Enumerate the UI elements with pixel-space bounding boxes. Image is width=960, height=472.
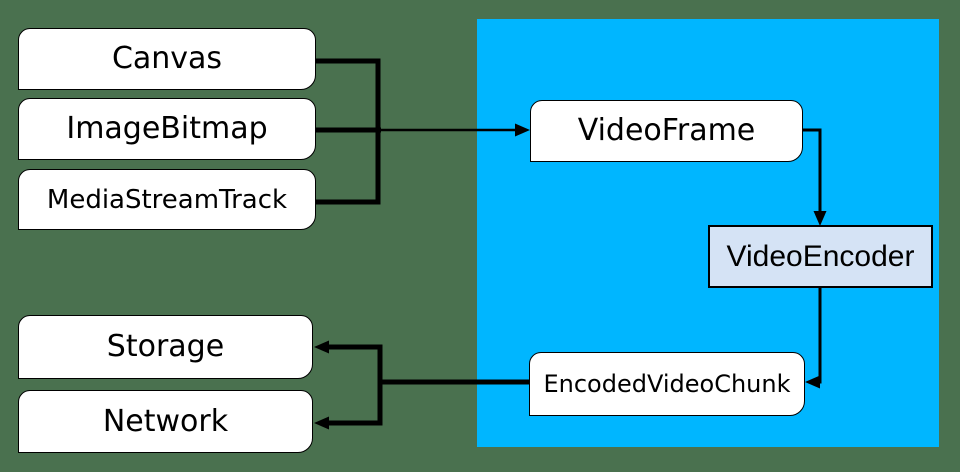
videoframe-to-encoder-connector [803,128,822,213]
node-storage-label: Storage [106,329,225,364]
node-videoframe-label: VideoFrame [577,113,756,148]
node-mediastreamtrack-label: MediaStreamTrack [46,184,288,215]
storage-arrowhead [314,340,329,354]
sinks-bracket-connector [328,344,383,426]
node-storage: Storage [18,315,313,379]
node-canvas-label: Canvas [111,41,223,76]
node-network: Network [18,390,313,453]
node-network-label: Network [102,403,229,439]
node-mediastreamtrack: MediaStreamTrack [18,169,316,230]
encoder-to-chunk-connector [818,288,822,384]
node-videoencoder: VideoEncoder [708,225,933,288]
node-encodedvideochunk-label: EncodedVideoChunk [543,370,791,398]
node-canvas: Canvas [18,28,316,90]
node-imagebitmap-label: ImageBitmap [66,111,268,146]
videoencoder-arrowhead [813,211,827,226]
network-arrowhead [314,416,329,430]
node-imagebitmap: ImageBitmap [18,98,316,160]
node-encodedvideochunk: EncodedVideoChunk [529,352,805,416]
node-videoencoder-label: VideoEncoder [726,239,915,273]
node-videoframe: VideoFrame [530,100,803,162]
encodedvideochunk-arrowhead [805,375,820,389]
videoframe-arrowhead [515,123,530,137]
